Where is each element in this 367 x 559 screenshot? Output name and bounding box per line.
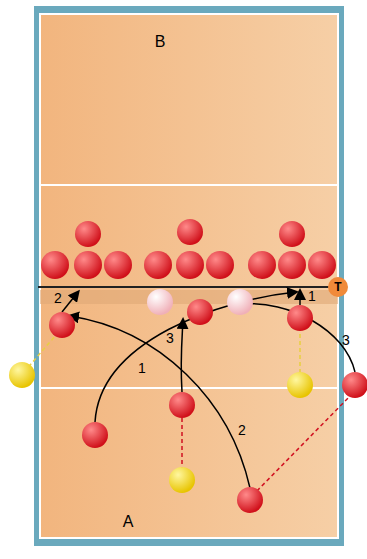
referee-marker: T [328, 277, 348, 297]
callout-number: 2 [238, 423, 246, 437]
callout-number: 3 [342, 333, 350, 347]
callout-number: 3 [166, 331, 174, 345]
callout-number: 2 [54, 291, 62, 305]
team-letter: A [123, 514, 134, 530]
callout-number: 1 [138, 361, 146, 375]
callout-number: 1 [308, 289, 316, 303]
node-text: T [334, 280, 341, 294]
team-letter: B [155, 34, 166, 50]
